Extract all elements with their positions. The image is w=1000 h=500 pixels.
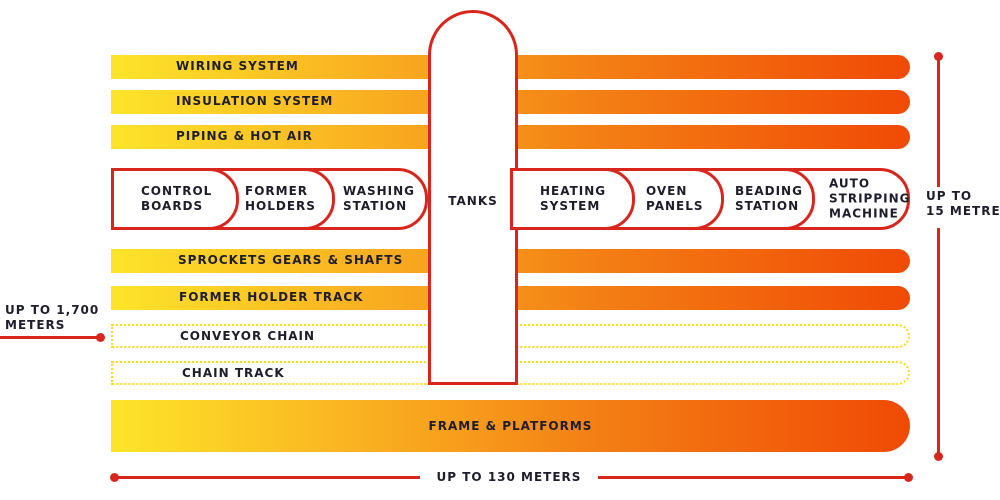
module-label: FORMER HOLDERS bbox=[245, 184, 316, 213]
module-label: CONTROL BOARDS bbox=[141, 184, 213, 213]
width-dot-left bbox=[110, 473, 119, 482]
tanks: TANKS bbox=[428, 10, 518, 385]
height-label: UP TO 15 METRES bbox=[926, 189, 1000, 218]
width-dot-right bbox=[904, 473, 913, 482]
bar-label: SPROCKETS GEARS & SHAFTS bbox=[178, 253, 404, 267]
bar-label: CHAIN TRACK bbox=[182, 366, 285, 380]
module-control-boards: CONTROL BOARDS bbox=[111, 168, 239, 230]
width-line-right bbox=[598, 476, 908, 479]
width-line-left bbox=[114, 476, 420, 479]
length-left-line bbox=[0, 336, 100, 339]
module-label: AUTO STRIPPING MACHINE bbox=[829, 176, 911, 221]
height-dot-bottom bbox=[934, 452, 943, 461]
module-label: BEADING STATION bbox=[735, 184, 803, 213]
height-line-top bbox=[937, 57, 940, 187]
module-label: WASHING STATION bbox=[343, 184, 416, 213]
bar-label: PIPING & HOT AIR bbox=[176, 129, 313, 143]
bar-frame-platforms: FRAME & PLATFORMS bbox=[111, 400, 910, 452]
width-label: UP TO 130 METERS bbox=[436, 470, 582, 484]
module-heating-system: HEATING SYSTEM bbox=[510, 168, 635, 230]
tank-label: TANKS bbox=[448, 194, 498, 208]
bar-label: FORMER HOLDER TRACK bbox=[179, 290, 364, 304]
length-left-dot bbox=[96, 333, 105, 342]
length-left-label: UP TO 1,700 METERS bbox=[5, 303, 100, 332]
bar-label: INSULATION SYSTEM bbox=[176, 94, 334, 108]
bar-label: FRAME & PLATFORMS bbox=[428, 419, 593, 433]
module-label: HEATING SYSTEM bbox=[540, 184, 607, 213]
height-dot-top bbox=[934, 52, 943, 61]
module-label: OVEN PANELS bbox=[646, 184, 704, 213]
bar-label: CONVEYOR CHAIN bbox=[180, 329, 316, 343]
bar-label: WIRING SYSTEM bbox=[176, 59, 299, 73]
height-line-bottom bbox=[937, 228, 940, 456]
